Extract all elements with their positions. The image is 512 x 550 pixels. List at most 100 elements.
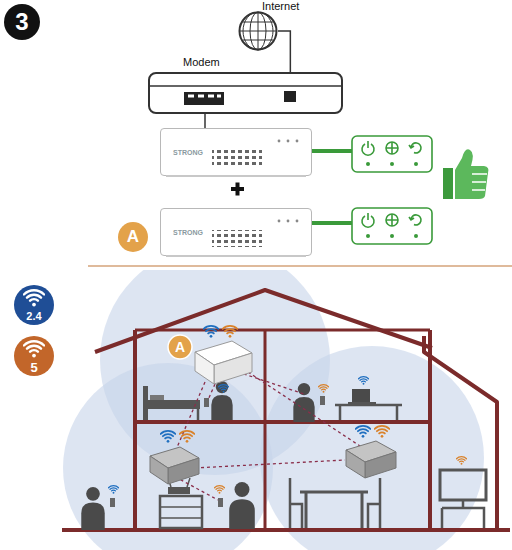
- plus-bar: [236, 183, 240, 196]
- power-icon: [362, 141, 374, 155]
- drawer-line: [160, 507, 202, 518]
- router-led: [287, 220, 290, 223]
- wall: [133, 330, 137, 530]
- sync-icon: [409, 143, 421, 153]
- wifi-symbol: [180, 431, 195, 443]
- router-led: [278, 220, 281, 223]
- router-box: STRONG: [160, 208, 312, 256]
- wifi-symbol: [214, 486, 224, 494]
- phone: [218, 498, 223, 507]
- node-text: Internet: [262, 0, 322, 12]
- chair: [290, 478, 302, 528]
- pillow: [150, 395, 164, 400]
- wan-port: [284, 91, 296, 102]
- meridian: [250, 12, 266, 50]
- router-details: [166, 140, 306, 256]
- wall: [264, 330, 267, 530]
- unit-side: [195, 352, 214, 384]
- desk: [335, 405, 402, 420]
- wifi-symbol: [108, 486, 118, 494]
- coverage-zones: [63, 270, 484, 550]
- dresser: [160, 496, 202, 528]
- cable-line: [278, 31, 290, 72]
- globe-icon: [386, 142, 398, 154]
- person: [293, 383, 314, 422]
- unit-side: [365, 452, 396, 478]
- mesh-link: [195, 460, 345, 468]
- thumb-cuff: [443, 168, 453, 199]
- modem-ports: [184, 92, 224, 105]
- floor: [135, 420, 430, 424]
- port-slot: [188, 95, 221, 98]
- wifi-symbol: [358, 377, 368, 385]
- coverage-zone: [260, 346, 484, 550]
- bed-leg: [197, 409, 200, 420]
- panel-frame: [352, 208, 432, 244]
- router-vent: [212, 230, 262, 247]
- router-led: [287, 140, 290, 143]
- status-led: [414, 162, 418, 166]
- status-led: [390, 162, 394, 166]
- divider-line: [88, 265, 512, 267]
- person: [81, 487, 104, 530]
- old-router: [168, 487, 190, 494]
- router-base: [166, 255, 306, 257]
- router-base: [166, 175, 306, 177]
- laptop-base: [348, 402, 376, 404]
- wifi-symbol: [161, 431, 176, 443]
- mesh-unit: [150, 447, 199, 484]
- band-icon: [14, 285, 54, 376]
- status-panel: [352, 208, 432, 244]
- status-led: [366, 162, 370, 166]
- phone: [204, 398, 209, 407]
- mesh-link: [248, 372, 360, 446]
- mesh-link: [208, 384, 215, 400]
- status-led: [390, 234, 394, 238]
- ground: [62, 528, 510, 532]
- sync-icon: [409, 215, 421, 225]
- modem-details: [150, 86, 341, 105]
- unit-badge: [118, 222, 148, 252]
- band-circle: [14, 285, 54, 325]
- status-led: [366, 234, 370, 238]
- router-led: [278, 140, 281, 143]
- wifi-symbol: [318, 385, 328, 393]
- node-text: STRONG: [173, 229, 213, 236]
- globe-icon: [386, 214, 398, 226]
- wifi-signals: [108, 326, 466, 494]
- house-outline: [62, 290, 510, 530]
- television: [440, 470, 486, 500]
- mesh-link: [238, 372, 304, 394]
- mesh-link: [175, 382, 205, 452]
- table: [300, 492, 368, 528]
- mesh-unit: [346, 441, 396, 478]
- mesh-links: [170, 372, 360, 500]
- status-led: [414, 234, 418, 238]
- coverage-zone: [63, 363, 273, 550]
- parallel: [240, 12, 276, 50]
- power-icon: [362, 213, 374, 227]
- plus-sign: [231, 183, 244, 196]
- band-label: 5: [19, 360, 49, 376]
- tv-stand: [442, 500, 484, 528]
- step-badge: [4, 4, 40, 40]
- unit-side: [150, 456, 168, 484]
- arrow-shaft: [306, 221, 352, 225]
- panel-frame: [352, 136, 432, 172]
- unit-side: [346, 450, 365, 478]
- router-box: STRONG: [160, 128, 312, 176]
- thumbs-up: [443, 149, 489, 199]
- globe-circle: [240, 13, 277, 50]
- person: [211, 381, 232, 420]
- thumb-hand: [455, 149, 489, 199]
- status-panel: [352, 136, 432, 172]
- wifi-symbol: [204, 326, 219, 338]
- thumb-fingers: [472, 174, 487, 190]
- unit-side: [168, 458, 199, 484]
- modem-box: Modem: [148, 72, 343, 114]
- unit-letter: A: [168, 338, 192, 356]
- router-led: [296, 140, 299, 143]
- bed: [148, 400, 200, 409]
- wifi-symbol: [24, 290, 44, 306]
